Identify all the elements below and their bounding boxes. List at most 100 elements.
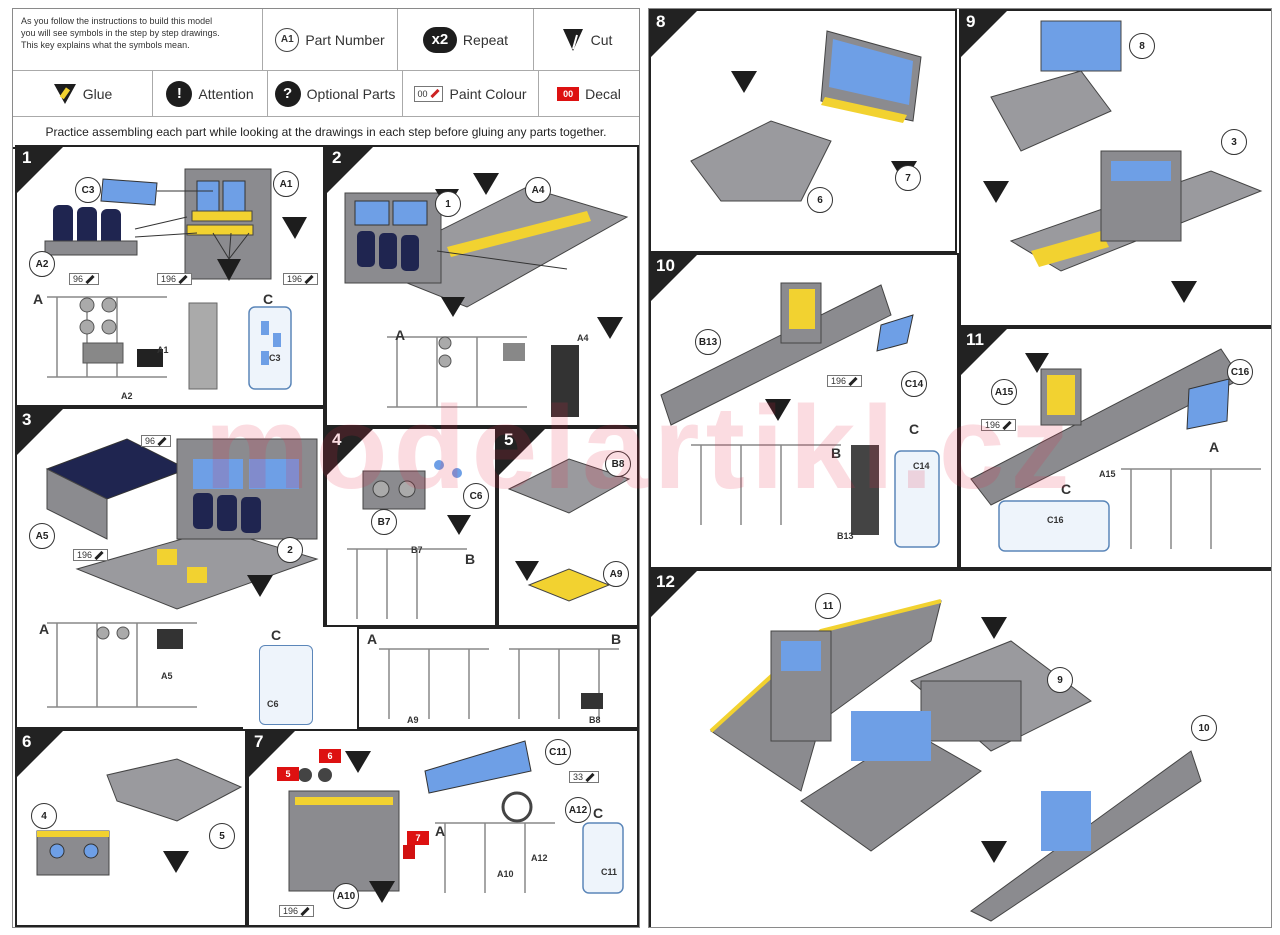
ref-tag: 8 [1129, 33, 1155, 59]
key-cut: Cut [534, 9, 639, 71]
sprue-letter: C [1061, 481, 1072, 497]
part-tag: B7 [371, 509, 397, 535]
sprue-letter: C [271, 627, 282, 643]
paint-code: 196 [77, 550, 93, 560]
key-label: Attention [198, 85, 254, 102]
key-label: Glue [82, 85, 113, 102]
part-number-icon: A1 [275, 27, 300, 52]
step-7-drawing [288, 740, 624, 903]
sprue-part-label: A15 [1099, 469, 1116, 479]
step-number: 11 [966, 330, 984, 349]
paint-callout: 33 [569, 771, 600, 783]
sprue-part-label: B13 [837, 531, 854, 541]
paint-code: 96 [145, 436, 156, 446]
ref-tag: 5 [209, 823, 235, 849]
step-number: 10 [656, 256, 675, 275]
step-5-drawing [507, 458, 631, 602]
key-repeat: x2 Repeat [398, 9, 534, 71]
part-tag: C6 [463, 483, 489, 509]
step-number-badge [651, 255, 697, 301]
sprue-letter: C [593, 805, 604, 821]
step-number-badge [17, 731, 63, 777]
step-number: 2 [332, 148, 342, 167]
step-number-badge [17, 147, 63, 193]
sprue-part-label: C14 [913, 461, 930, 471]
sprue-letter: A [435, 823, 446, 839]
decal-number: 6 [319, 749, 341, 763]
step-8-drawing [690, 30, 922, 202]
ref-tag: 2 [277, 537, 303, 563]
step-2: 2 1 A4 A A4 [325, 145, 639, 427]
step-number-badge [961, 11, 1007, 57]
paint-colour-icon: 00 [414, 85, 444, 102]
brush-icon [94, 550, 104, 560]
ref-tag: 6 [807, 187, 833, 213]
sprue-part-label: A2 [121, 391, 133, 401]
part-tag: A9 [603, 561, 629, 587]
step-10: 10 B13 196 C14 B C C14 B13 [649, 253, 959, 569]
sprue-letter: A [367, 631, 378, 647]
step-number-badge [499, 429, 545, 475]
step-6-drawing [36, 758, 243, 876]
ref-tag: 9 [1047, 667, 1073, 693]
paint-code: 196 [831, 376, 847, 386]
sprue-part-label: B7 [411, 545, 423, 555]
ref-tag: 7 [895, 165, 921, 191]
step-number-badge [327, 429, 373, 475]
paint-code: 00 [417, 88, 428, 99]
step-number: 4 [332, 430, 342, 449]
symbol-key: As you follow the instructions to build … [13, 9, 639, 149]
key-label: Repeat [462, 31, 509, 48]
part-tag: A5 [29, 523, 55, 549]
step-4-drawing [347, 460, 471, 619]
paint-code: 196 [283, 906, 299, 916]
sprue-letter: B [611, 631, 622, 647]
key-label: Decal [585, 85, 621, 102]
intro-line: you will see symbols in the step by step… [21, 28, 220, 38]
part-tag: A2 [29, 251, 55, 277]
sprue-letter: B [831, 445, 842, 461]
step-7: 7 C11 A12 A10 33 196 5 6 7 A C A12 A10 C… [247, 729, 639, 927]
step-8: 8 6 7 [649, 9, 957, 253]
sprue-letter: A [39, 621, 50, 637]
right-page: 8 6 7 9 8 3 10 [648, 8, 1272, 928]
step-6: 6 4 5 [15, 729, 247, 927]
sprue-frame [259, 645, 313, 725]
decal-number: 5 [277, 767, 299, 781]
sprue-part-label: A12 [531, 853, 548, 863]
key-paint: 00 Paint Colour [403, 71, 539, 117]
intro-line: As you follow the instructions to build … [21, 16, 213, 26]
step-number: 7 [254, 732, 264, 751]
paint-callout: 96 [141, 435, 172, 447]
part-tag: C16 [1227, 359, 1253, 385]
paint-callout: 96 [69, 273, 100, 285]
paint-code: 196 [985, 420, 1001, 430]
sprue-part-label: A5 [161, 671, 173, 681]
decal-number: 7 [407, 831, 429, 845]
step-number: 9 [966, 12, 976, 31]
step-number: 12 [656, 572, 675, 591]
sprue-letter: C [909, 421, 920, 437]
part-tag: A10 [333, 883, 359, 909]
key-label: Optional Parts [306, 85, 396, 102]
key-label: Cut [590, 31, 613, 48]
ref-tag: 1 [435, 191, 461, 217]
key-part-number: A1 Part Number [263, 9, 398, 71]
step-number-badge [651, 11, 697, 57]
paint-callout: 196 [981, 419, 1017, 431]
step-number: 1 [22, 148, 32, 167]
repeat-icon: x2 [422, 26, 457, 53]
step-4: 4 B7 C6 B B7 [325, 427, 497, 627]
sprue-part-label: C6 [267, 699, 279, 709]
step-number-badge [17, 409, 63, 455]
brush-icon [300, 906, 310, 916]
key-attention: ! Attention [153, 71, 268, 117]
brush-icon [1002, 420, 1012, 430]
brush-icon [585, 772, 595, 782]
brush-icon [85, 274, 95, 284]
step-3-c-sprue: C C6 [243, 627, 325, 729]
step-number: 8 [656, 12, 666, 31]
sprue-part-label: A4 [577, 333, 589, 343]
brush-icon [178, 274, 188, 284]
key-label: Part Number [305, 31, 385, 48]
